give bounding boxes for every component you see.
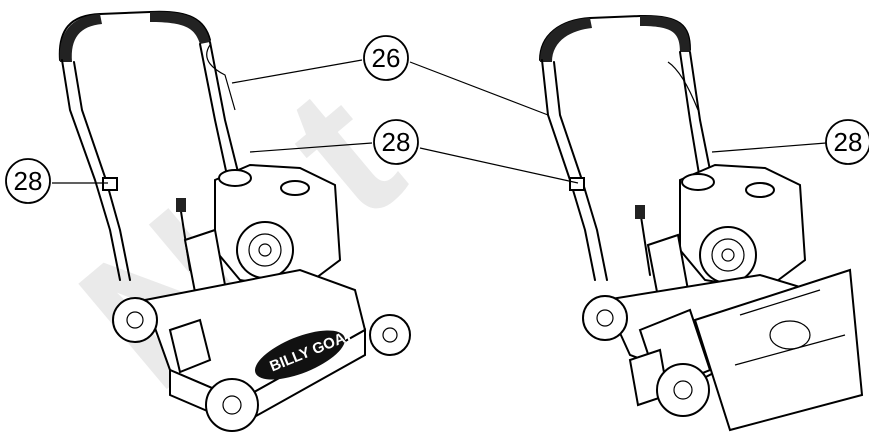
right-depth-lever-knob — [635, 205, 645, 219]
right-machine — [539, 14, 864, 432]
right-wheel-rear — [582, 295, 628, 341]
left-handle-bar-right — [209, 41, 241, 181]
callout-28-center-circle — [373, 119, 419, 165]
right-handle-bar-right-inner — [679, 51, 701, 181]
right-bag-window — [769, 320, 811, 350]
left-wheel-front — [205, 378, 259, 432]
left-logo-badge — [254, 330, 346, 380]
left-battery-box — [168, 318, 212, 374]
left-handle-grip-right — [150, 11, 210, 44]
right-handle-bar-right — [689, 51, 713, 181]
left-wheel-rear-right — [369, 314, 411, 356]
right-collection-bag — [693, 268, 864, 432]
callout-28-center-label: 28 — [382, 127, 411, 157]
left-oil-cap — [280, 180, 310, 196]
left-handle-top — [58, 10, 211, 61]
left-throttle-cable — [206, 44, 236, 111]
left-recoil-starter — [236, 221, 294, 279]
callout-28-right-leader — [711, 142, 827, 153]
callout-28-right: 28 — [711, 119, 869, 165]
callout-26-label: 26 — [372, 43, 401, 73]
right-wheel-front — [656, 363, 710, 417]
left-depth-lever-knob — [176, 198, 186, 212]
right-fuel-cap — [681, 173, 715, 191]
callout-28-center: 28 — [249, 119, 579, 184]
callout-28-left-circle — [5, 158, 51, 204]
left-handle-bar-right-inner — [199, 43, 229, 181]
left-machine: BILLY GOAT — [58, 10, 411, 432]
right-depth-lever — [639, 209, 651, 276]
right-oil-cap — [745, 182, 775, 198]
left-handle-bar-left — [61, 59, 121, 281]
right-handle-grip — [540, 18, 592, 62]
callout-26: 26 — [231, 35, 549, 116]
left-handle-grip — [59, 14, 102, 62]
left-handle-clamp — [102, 177, 118, 191]
right-handle-bar-left — [541, 59, 596, 281]
callout-26-leader-right — [409, 61, 549, 116]
callout-28-center-leader-right — [419, 147, 579, 184]
callout-28-center-leader-left — [249, 142, 373, 153]
callout-26-circle — [363, 35, 409, 81]
right-handle-bar-left-inner — [553, 61, 608, 281]
callout-26-leader-left — [231, 59, 363, 84]
left-wheel-rear — [112, 297, 158, 343]
right-bag-slot — [739, 289, 821, 316]
callout-28-right-label: 28 — [834, 127, 863, 157]
right-recoil-starter — [699, 226, 757, 284]
right-handle-grip-right — [640, 15, 690, 52]
right-throttle-cable — [667, 61, 699, 111]
right-handle-top — [539, 14, 691, 61]
callout-28-left-label: 28 — [14, 166, 43, 196]
callout-28-right-circle — [825, 119, 869, 165]
right-handle-clamp — [569, 177, 585, 191]
callout-28-left: 28 — [5, 158, 108, 204]
left-fuel-cap — [218, 169, 252, 187]
